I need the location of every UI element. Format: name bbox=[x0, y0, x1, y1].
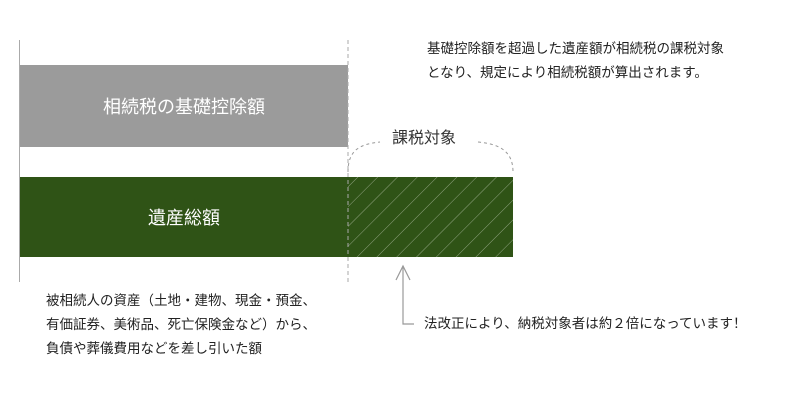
estate-bar bbox=[20, 177, 348, 257]
bottom-note-line-3: 負債や葬儀費用などを差し引いた額 bbox=[46, 341, 262, 357]
reform-note: 法改正により、納税対象者は約２倍になっています！ bbox=[424, 316, 747, 332]
estate-bar-label: 遺産総額 bbox=[148, 208, 220, 229]
taxable-brace-left bbox=[347, 141, 381, 173]
bottom-note-line-2: 有価証券、美術品、死亡保険金など）から、 bbox=[46, 317, 316, 333]
arrow-connector-line bbox=[402, 266, 414, 325]
taxable-brace-right bbox=[477, 141, 514, 173]
taxable-label: 課税対象 bbox=[392, 128, 457, 147]
deduction-bar-label: 相続税の基礎控除額 bbox=[103, 97, 265, 118]
bottom-note-line-1: 被相続人の資産（土地・建物、現金・預金、 bbox=[46, 293, 316, 309]
taxable-bar bbox=[348, 177, 513, 257]
top-note-line-2: となり、規定により相続税額が算出されます。 bbox=[427, 65, 708, 81]
deduction-bar bbox=[20, 65, 348, 147]
top-note-line-1: 基礎控除額を超過した遺産額が相続税の課税対象 bbox=[427, 41, 724, 57]
